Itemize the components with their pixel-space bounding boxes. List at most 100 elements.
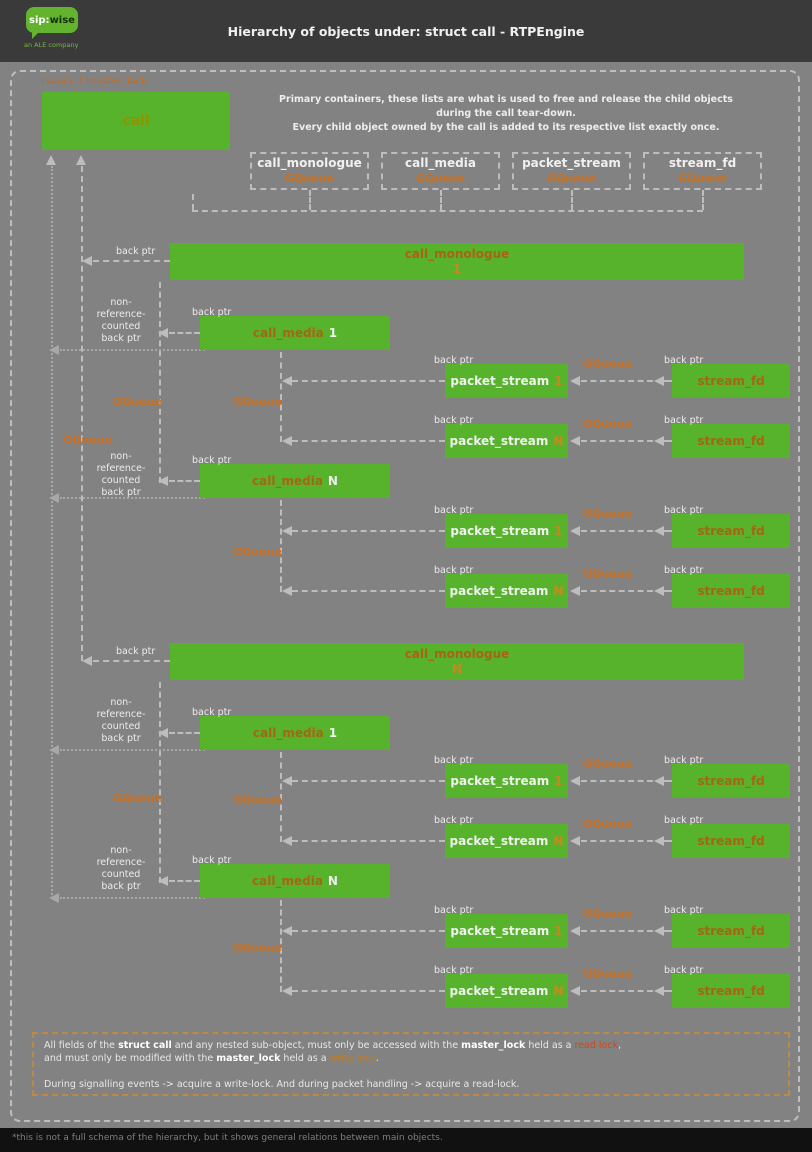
back-ptr-label: back ptr — [434, 815, 474, 826]
dotted-line — [60, 349, 205, 351]
gqueue-label: GQueue — [583, 817, 632, 830]
back-ptr-label: back ptr — [664, 355, 704, 366]
arrow-left-icon — [158, 476, 168, 486]
dotted-line — [60, 897, 205, 899]
arrow-left-icon — [654, 586, 664, 596]
gqueue-label: GQueue — [63, 433, 112, 446]
dashed-line — [159, 282, 161, 483]
note-text: , — [618, 1040, 622, 1051]
gqueue-label: GQueue — [113, 792, 162, 805]
header-bar: sip:wise an ALE company Hierarchy of obj… — [0, 0, 812, 62]
arrow-left-icon — [49, 345, 59, 355]
dashed-line — [309, 190, 311, 210]
box-name: stream_fd — [697, 524, 765, 538]
box-name: call_media — [252, 726, 324, 740]
arrow-left-icon — [282, 836, 292, 846]
back-ptr-label: back ptr — [116, 246, 156, 257]
back-ptr-label: back ptr — [664, 565, 704, 576]
dashed-line — [581, 440, 653, 442]
non-ref-line: reference- — [96, 309, 146, 320]
list-box-name: stream_fd — [668, 156, 737, 170]
arrow-left-icon — [282, 526, 292, 536]
dashed-line — [664, 590, 672, 592]
dashed-line — [280, 352, 282, 442]
dashed-line — [581, 380, 653, 382]
stream-fd-box: stream_fd — [672, 364, 790, 398]
non-ref-line: reference- — [96, 857, 146, 868]
dashed-line — [581, 930, 653, 932]
dashed-line — [192, 194, 194, 210]
note-text: and any nested sub-object, must only be … — [171, 1040, 462, 1051]
call-media-box: call_media 1 — [200, 716, 390, 750]
dashed-line — [664, 530, 672, 532]
dashed-line — [169, 732, 200, 734]
box-count: 1 — [328, 726, 338, 740]
back-ptr-label: back ptr — [192, 307, 232, 318]
dashed-line — [664, 930, 672, 932]
note-text: held as a — [525, 1040, 575, 1051]
list-box-call-monologue: call_monologue GQueue — [250, 152, 369, 190]
dashed-line — [280, 752, 282, 842]
box-count: 1 — [328, 326, 338, 340]
dashed-line — [664, 840, 672, 842]
intro-line-3: Every child object owned by the call is … — [292, 122, 720, 133]
arrow-left-icon — [570, 586, 580, 596]
arrow-left-icon — [570, 776, 580, 786]
box-name: packet_stream — [449, 434, 549, 448]
box-name: call_media — [252, 474, 323, 488]
bar-count: 1 — [452, 261, 462, 276]
bar-name: call_monologue — [404, 246, 510, 261]
logo-tail-icon — [32, 32, 39, 39]
locking-note-box: All fields of the struct call and any ne… — [32, 1032, 790, 1096]
box-name: stream_fd — [697, 834, 765, 848]
box-name: packet_stream — [450, 924, 550, 938]
box-count: N — [553, 584, 564, 598]
arrow-left-icon — [282, 776, 292, 786]
call-monologue-bar: call_monologue N — [170, 643, 744, 680]
gqueue-label: GQueue — [583, 507, 632, 520]
non-ref-line: non- — [110, 297, 132, 308]
stream-fd-box: stream_fd — [672, 974, 790, 1008]
non-ref-line: back ptr — [101, 333, 141, 344]
non-ref-line: back ptr — [101, 487, 141, 498]
arrow-left-icon — [654, 776, 664, 786]
non-ref-line: non- — [110, 451, 132, 462]
arrow-left-icon — [654, 376, 664, 386]
note-text: held as a — [280, 1053, 330, 1064]
dashed-line — [169, 332, 200, 334]
box-count: 1 — [554, 924, 563, 938]
dashed-line — [292, 990, 445, 992]
list-box-call-media: call_media GQueue — [381, 152, 500, 190]
list-box-type: GQueue — [416, 172, 465, 185]
back-ptr-label: back ptr — [192, 855, 232, 866]
non-ref-line: back ptr — [101, 881, 141, 892]
stream-fd-box: stream_fd — [672, 574, 790, 608]
call-box: call — [42, 92, 230, 150]
arrow-left-icon — [570, 986, 580, 996]
back-ptr-label: back ptr — [192, 455, 232, 466]
list-box-type: GQueue — [285, 172, 334, 185]
box-name: stream_fd — [697, 774, 765, 788]
dashed-line — [581, 590, 653, 592]
gqueue-label: GQueue — [583, 967, 632, 980]
dashed-line — [292, 930, 445, 932]
non-ref-line: non- — [110, 697, 132, 708]
box-name: packet_stream — [450, 374, 550, 388]
gqueue-label: GQueue — [583, 567, 632, 580]
dashed-line — [169, 880, 200, 882]
dashed-line — [93, 660, 170, 662]
arrow-left-icon — [49, 893, 59, 903]
box-name: stream_fd — [697, 434, 765, 448]
gqueue-label: GQueue — [233, 395, 282, 408]
arrow-left-icon — [654, 526, 664, 536]
arrow-left-icon — [82, 256, 92, 266]
stream-fd-box: stream_fd — [672, 914, 790, 948]
box-count: 1 — [554, 774, 563, 788]
arrow-left-icon — [282, 436, 292, 446]
bar-name: call_monologue — [404, 646, 510, 661]
arrow-up-icon — [76, 155, 86, 165]
box-count: N — [327, 474, 338, 488]
arrow-left-icon — [654, 986, 664, 996]
dashed-line — [664, 990, 672, 992]
